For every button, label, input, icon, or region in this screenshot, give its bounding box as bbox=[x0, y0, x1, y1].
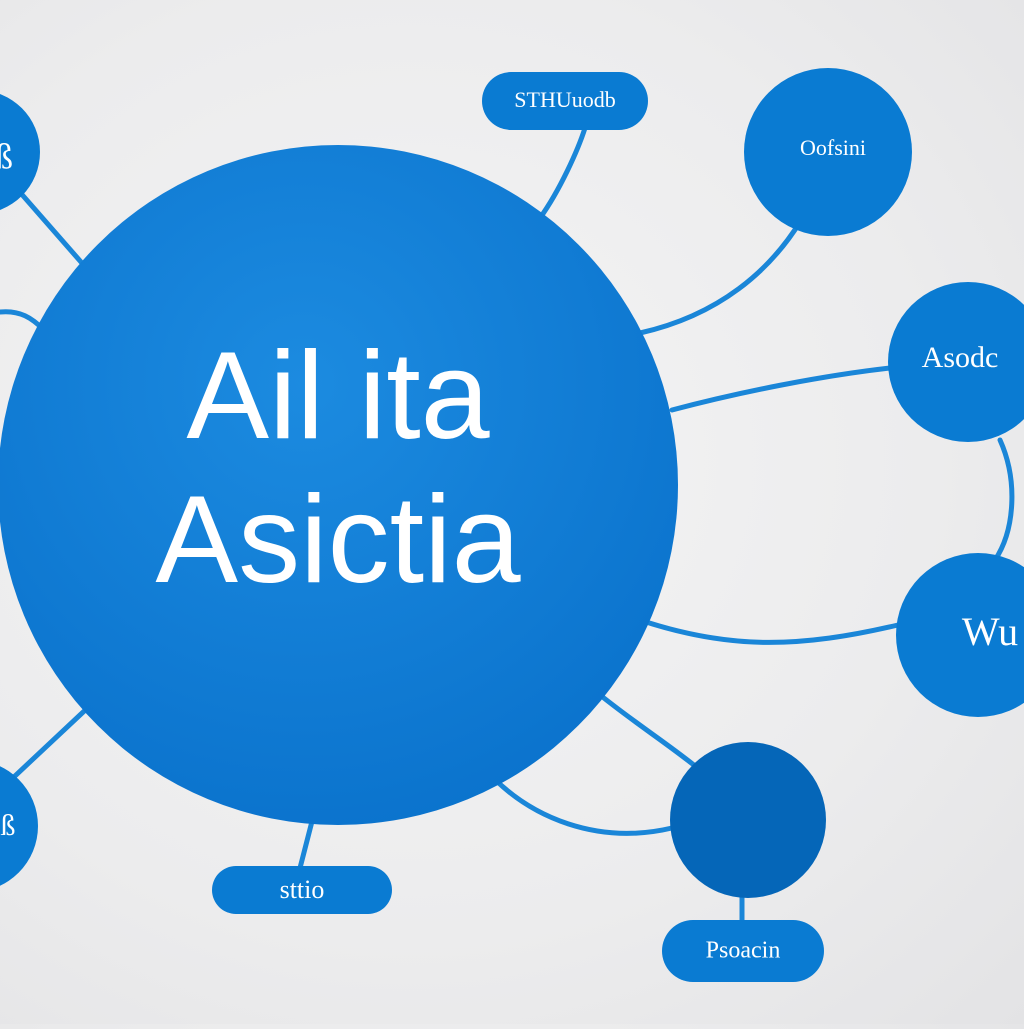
node-top-right: Oofsini bbox=[744, 68, 912, 236]
node-bottom-left-circle bbox=[0, 766, 38, 886]
node-bottom-left-label: ß bbox=[1, 809, 16, 842]
edge-bottom-left bbox=[0, 697, 99, 793]
pill-bottom-right-shape bbox=[662, 920, 824, 982]
pill-top-label: STHUuodb bbox=[514, 87, 615, 112]
node-top-right-circle bbox=[744, 68, 912, 236]
node-top-right-label: Oofsini bbox=[800, 135, 866, 160]
node-right-upper-circle bbox=[888, 282, 1024, 442]
node-bottom-right-circle bbox=[670, 742, 826, 898]
central-node: Ail ita Asictia bbox=[0, 145, 678, 825]
node-bottom-left: ß bbox=[0, 766, 38, 886]
node-top-left-circle bbox=[0, 94, 40, 210]
central-title-line2: Asictia bbox=[155, 471, 520, 609]
node-right-upper-label: Asodc bbox=[922, 341, 999, 374]
edge-bottom-right-b bbox=[481, 765, 675, 836]
node-right-upper: Asodc bbox=[888, 282, 1024, 442]
pill-bottom-right: Psoacin bbox=[662, 920, 824, 982]
pill-top-shape bbox=[482, 72, 648, 130]
edge-top-right bbox=[637, 219, 803, 336]
pill-bottom-left-label: sttio bbox=[280, 875, 325, 904]
edge-top-pill bbox=[537, 125, 588, 221]
pill-top: STHUuodb bbox=[482, 72, 648, 130]
node-bottom-right bbox=[670, 742, 826, 898]
central-title-line1: Ail ita bbox=[186, 327, 489, 465]
node-top-left: ß bbox=[0, 94, 40, 210]
edge-right-lower bbox=[637, 617, 901, 645]
node-top-left-label: ß bbox=[0, 136, 13, 176]
pill-bottom-left-shape bbox=[212, 866, 392, 914]
node-right-lower: Wu bbox=[896, 553, 1024, 717]
edge-right-upper bbox=[669, 365, 893, 413]
node-right-lower-label: Wu bbox=[962, 609, 1018, 654]
pill-bottom-right-label: Psoacin bbox=[706, 938, 781, 964]
edge-top-left bbox=[15, 187, 91, 273]
edge-bottom-right-a bbox=[591, 687, 703, 773]
edge-right-connector bbox=[992, 437, 1015, 563]
pill-bottom-left: sttio bbox=[212, 866, 392, 914]
central-circle bbox=[0, 145, 678, 825]
node-right-lower-circle bbox=[896, 553, 1024, 717]
